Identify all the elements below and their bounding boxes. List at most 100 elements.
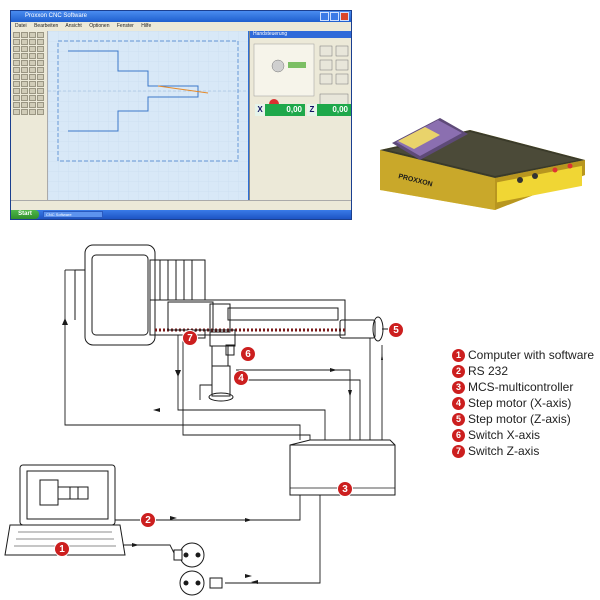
tool-icon[interactable] xyxy=(21,88,28,94)
start-button[interactable]: Start xyxy=(11,210,39,219)
manual-control-panel: Handsteuerung xyxy=(249,31,351,201)
legend-number: 6 xyxy=(452,428,465,442)
indicator-light-icon xyxy=(567,163,573,169)
tool-icon[interactable] xyxy=(21,46,28,52)
marker-controller: 3 xyxy=(337,481,353,497)
legend-number: 7 xyxy=(452,444,465,458)
tool-icon[interactable] xyxy=(29,88,36,94)
legend-item: 2 RS 232 xyxy=(452,363,594,379)
tool-palette xyxy=(11,31,48,201)
control-knob xyxy=(517,177,523,183)
close-icon[interactable] xyxy=(340,12,349,21)
tool-icon[interactable] xyxy=(29,46,36,52)
control-knob xyxy=(532,173,538,179)
tool-icon[interactable] xyxy=(37,67,44,73)
legend-number: 4 xyxy=(452,396,465,410)
software-screenshot: Proxxon CNC Software Datei Bearbeiten An… xyxy=(10,10,352,220)
legend-label: Switch Z-axis xyxy=(468,444,540,458)
tool-icon[interactable] xyxy=(29,102,36,108)
controller-photo: PROXXON xyxy=(380,118,585,210)
legend-label: MCS-multicontroller xyxy=(468,380,574,394)
legend-item: 5 Step motor (Z-axis) xyxy=(452,411,594,427)
tool-icon[interactable] xyxy=(29,32,36,38)
legend-item: 6 Switch X-axis xyxy=(452,427,594,443)
tool-icon[interactable] xyxy=(13,53,20,59)
legend-number: 3 xyxy=(452,380,465,394)
tool-icon[interactable] xyxy=(37,46,44,52)
tool-icon[interactable] xyxy=(37,109,44,115)
menu-item[interactable]: Datei xyxy=(15,23,27,29)
tool-icon[interactable] xyxy=(29,109,36,115)
tool-icon[interactable] xyxy=(37,53,44,59)
tool-icon[interactable] xyxy=(21,81,28,87)
legend-number: 2 xyxy=(452,364,465,378)
tool-icon[interactable] xyxy=(37,60,44,66)
tool-icon[interactable] xyxy=(13,46,20,52)
tool-icon[interactable] xyxy=(29,81,36,87)
keyboard xyxy=(4,524,126,556)
tool-icon[interactable] xyxy=(37,39,44,45)
lathe-bed xyxy=(149,299,346,336)
tool-icon[interactable] xyxy=(21,102,28,108)
tool-icon[interactable] xyxy=(37,32,44,38)
minimize-icon[interactable] xyxy=(320,12,329,21)
tool-icon[interactable] xyxy=(29,95,36,101)
tool-icon[interactable] xyxy=(13,32,20,38)
menu-item[interactable]: Fenster xyxy=(116,23,134,29)
taskbar-item[interactable]: CNC Software xyxy=(43,211,103,218)
lathe-drawing xyxy=(74,244,388,402)
tool-icon[interactable] xyxy=(37,74,44,80)
legend-number: 1 xyxy=(452,348,465,362)
tool-grid xyxy=(13,32,45,115)
headstock-housing xyxy=(84,244,156,346)
legend-label: Computer with software xyxy=(468,348,595,362)
tool-icon[interactable] xyxy=(13,95,20,101)
menu-item[interactable]: Optionen xyxy=(89,23,110,29)
tool-icon[interactable] xyxy=(37,102,44,108)
tool-icon[interactable] xyxy=(29,53,36,59)
window-title: Proxxon CNC Software xyxy=(11,11,351,22)
disc-case xyxy=(392,118,468,160)
tool-icon[interactable] xyxy=(37,81,44,87)
legend-label: Switch X-axis xyxy=(468,428,541,442)
tool-icon[interactable] xyxy=(13,74,20,80)
legend-item: 4 Step motor (X-axis) xyxy=(452,395,594,411)
window-controls xyxy=(320,12,349,21)
tool-icon[interactable] xyxy=(21,39,28,45)
tool-icon[interactable] xyxy=(21,53,28,59)
tool-icon[interactable] xyxy=(13,109,20,115)
tool-icon[interactable] xyxy=(29,60,36,66)
legend-label: RS 232 xyxy=(468,364,509,378)
tool-icon[interactable] xyxy=(21,109,28,115)
tool-icon[interactable] xyxy=(21,60,28,66)
socket-icon xyxy=(179,570,205,596)
tool-icon[interactable] xyxy=(37,88,44,94)
menu-item[interactable]: Ansicht xyxy=(65,23,82,29)
menu-item[interactable]: Bearbeiten xyxy=(34,23,59,29)
drawing-canvas[interactable] xyxy=(48,31,248,203)
marker-switch-z: 7 xyxy=(182,330,198,346)
legend-item: 1 Computer with software xyxy=(452,347,594,363)
tool-icon[interactable] xyxy=(13,39,20,45)
tool-icon[interactable] xyxy=(29,39,36,45)
menu-item[interactable]: Hilfe xyxy=(141,23,152,29)
tool-icon[interactable] xyxy=(21,74,28,80)
tool-icon[interactable] xyxy=(29,74,36,80)
marker-z-motor: 5 xyxy=(388,322,404,338)
x-step-motor xyxy=(211,365,231,397)
maximize-icon[interactable] xyxy=(330,12,339,21)
tool-icon[interactable] xyxy=(13,60,20,66)
tool-icon[interactable] xyxy=(13,81,20,87)
tool-icon[interactable] xyxy=(13,102,20,108)
tool-icon[interactable] xyxy=(13,88,20,94)
tool-icon[interactable] xyxy=(37,95,44,101)
tool-icon[interactable] xyxy=(21,95,28,101)
tool-icon[interactable] xyxy=(13,67,20,73)
legend: 1 Computer with software 2 RS 232 3 MCS-… xyxy=(452,347,594,459)
signal-arrows xyxy=(62,318,383,584)
tool-icon[interactable] xyxy=(29,67,36,73)
tool-icon[interactable] xyxy=(21,32,28,38)
tool-icon[interactable] xyxy=(21,67,28,73)
legend-label: Step motor (Z-axis) xyxy=(468,412,571,426)
